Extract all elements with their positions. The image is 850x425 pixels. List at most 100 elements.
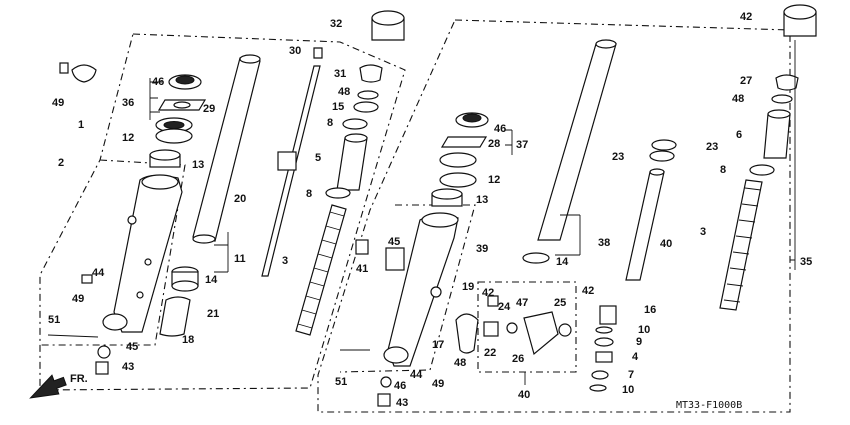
leader-lines — [149, 40, 796, 273]
caliper-box — [477, 281, 577, 385]
callout-16: 16 — [644, 304, 656, 316]
callout-32: 36 — [122, 97, 134, 109]
callout-9: 9 — [636, 336, 642, 348]
callout-12b: 12 — [488, 174, 500, 186]
callout-2: 2 — [58, 157, 64, 169]
callout-29: 30 — [289, 45, 301, 57]
piston-21 — [159, 296, 191, 337]
washer-8-left-top — [342, 118, 368, 130]
cap-29 — [313, 47, 323, 59]
callout-48: 48 — [338, 86, 350, 98]
callout-28b: 28 — [488, 138, 500, 150]
callout-49b: 49 — [432, 378, 444, 390]
callout-34: 38 — [598, 237, 610, 249]
callout-51b: 51 — [335, 376, 347, 388]
callout-36: 40 — [518, 389, 530, 401]
callout-44: 45 — [126, 341, 138, 353]
washer-28-left — [157, 99, 207, 111]
callout-3: 3 — [282, 255, 288, 267]
oring-48-right — [771, 94, 793, 104]
callout-8b: 8 — [306, 188, 312, 200]
cap-27 — [775, 74, 799, 91]
cap-30 — [359, 64, 383, 83]
callout-46b: 46 — [494, 123, 506, 135]
callout-8c: 8 — [720, 164, 726, 176]
washer-8-right — [749, 164, 775, 176]
diagram-code: MT33-F1000B — [676, 400, 742, 411]
callout-15: 15 — [332, 101, 344, 113]
callout-31: 32 — [330, 18, 342, 30]
callout-46: 46 — [152, 76, 164, 88]
spacer-5 — [336, 133, 368, 191]
callout-23b: 23 — [706, 141, 718, 153]
bolt-50 — [59, 62, 97, 83]
washer-8-left — [325, 187, 351, 199]
callout-50: 49 — [52, 97, 64, 109]
callout-13b: 13 — [476, 194, 488, 206]
callout-labels: 49 1 46 36 29 12 13 2 30 31 48 15 8 5 8 … — [48, 11, 812, 409]
callout-10: 10 — [638, 324, 650, 336]
callout-24: 24 — [498, 301, 511, 313]
bushing-45 — [355, 239, 405, 271]
direction-label: FR. — [70, 373, 88, 385]
callout-42b: 43 — [396, 397, 408, 409]
callout-43b: 44 — [410, 369, 423, 381]
callout-35: 39 — [476, 243, 488, 255]
cover-31 — [371, 10, 405, 41]
callout-30: 31 — [334, 68, 346, 80]
seal-12-left — [155, 117, 193, 144]
caliper-parts — [455, 295, 572, 356]
callout-19: 19 — [462, 281, 474, 293]
callout-39: 42 — [482, 287, 494, 299]
oring-48-left — [357, 90, 379, 100]
bushing-13-right — [431, 188, 463, 207]
callout-33: 35 — [800, 256, 812, 268]
callout-51: 51 — [48, 314, 60, 326]
callout-11: 11 — [234, 253, 246, 265]
hardware-left — [47, 274, 111, 375]
ring-46-right — [455, 112, 489, 128]
bushing-13-left — [149, 149, 181, 168]
callout-32b: 37 — [516, 139, 528, 151]
callout-14: 14 — [205, 274, 218, 286]
callout-45: 45 — [388, 236, 400, 248]
callout-25: 25 — [554, 297, 566, 309]
ring-46-left — [168, 74, 202, 90]
callout-23: 23 — [612, 151, 624, 163]
callout-18: 18 — [182, 334, 194, 346]
callout-8: 8 — [327, 117, 333, 129]
callout-37: 41 — [356, 263, 368, 275]
spring-3-right — [719, 179, 763, 311]
washer-15 — [353, 101, 379, 113]
cover-40 — [783, 4, 817, 37]
callout-5: 5 — [315, 152, 321, 164]
callout-4: 4 — [632, 351, 639, 363]
callout-17: 17 — [432, 339, 444, 351]
bushing-14-left — [171, 266, 199, 292]
callout-42: 43 — [122, 361, 134, 373]
rod-38 — [625, 168, 665, 281]
seal-12-right — [439, 152, 477, 188]
damper-rod-20 — [261, 65, 321, 277]
callout-26: 26 — [512, 353, 524, 365]
callout-48c: 48 — [454, 357, 466, 369]
callout-21: 21 — [207, 308, 219, 320]
callout-1: 1 — [78, 119, 84, 131]
inner-tube-11 — [192, 54, 261, 244]
front-arrow: FR. — [29, 373, 88, 399]
callout-43: 44 — [92, 267, 105, 279]
callout-47: 47 — [516, 297, 528, 309]
washer-28-right — [440, 136, 488, 148]
callout-28: 29 — [203, 103, 215, 115]
callout-13: 13 — [192, 159, 204, 171]
left-fork-outline — [39, 33, 406, 391]
callout-20: 20 — [234, 193, 246, 205]
callout-22: 22 — [484, 347, 496, 359]
washers-23 — [649, 139, 677, 162]
inner-tube-34 — [537, 39, 617, 241]
callout-7: 7 — [628, 369, 634, 381]
callout-27: 27 — [740, 75, 752, 87]
outer-tube-35 — [383, 212, 459, 367]
callout-14b: 14 — [556, 256, 569, 268]
